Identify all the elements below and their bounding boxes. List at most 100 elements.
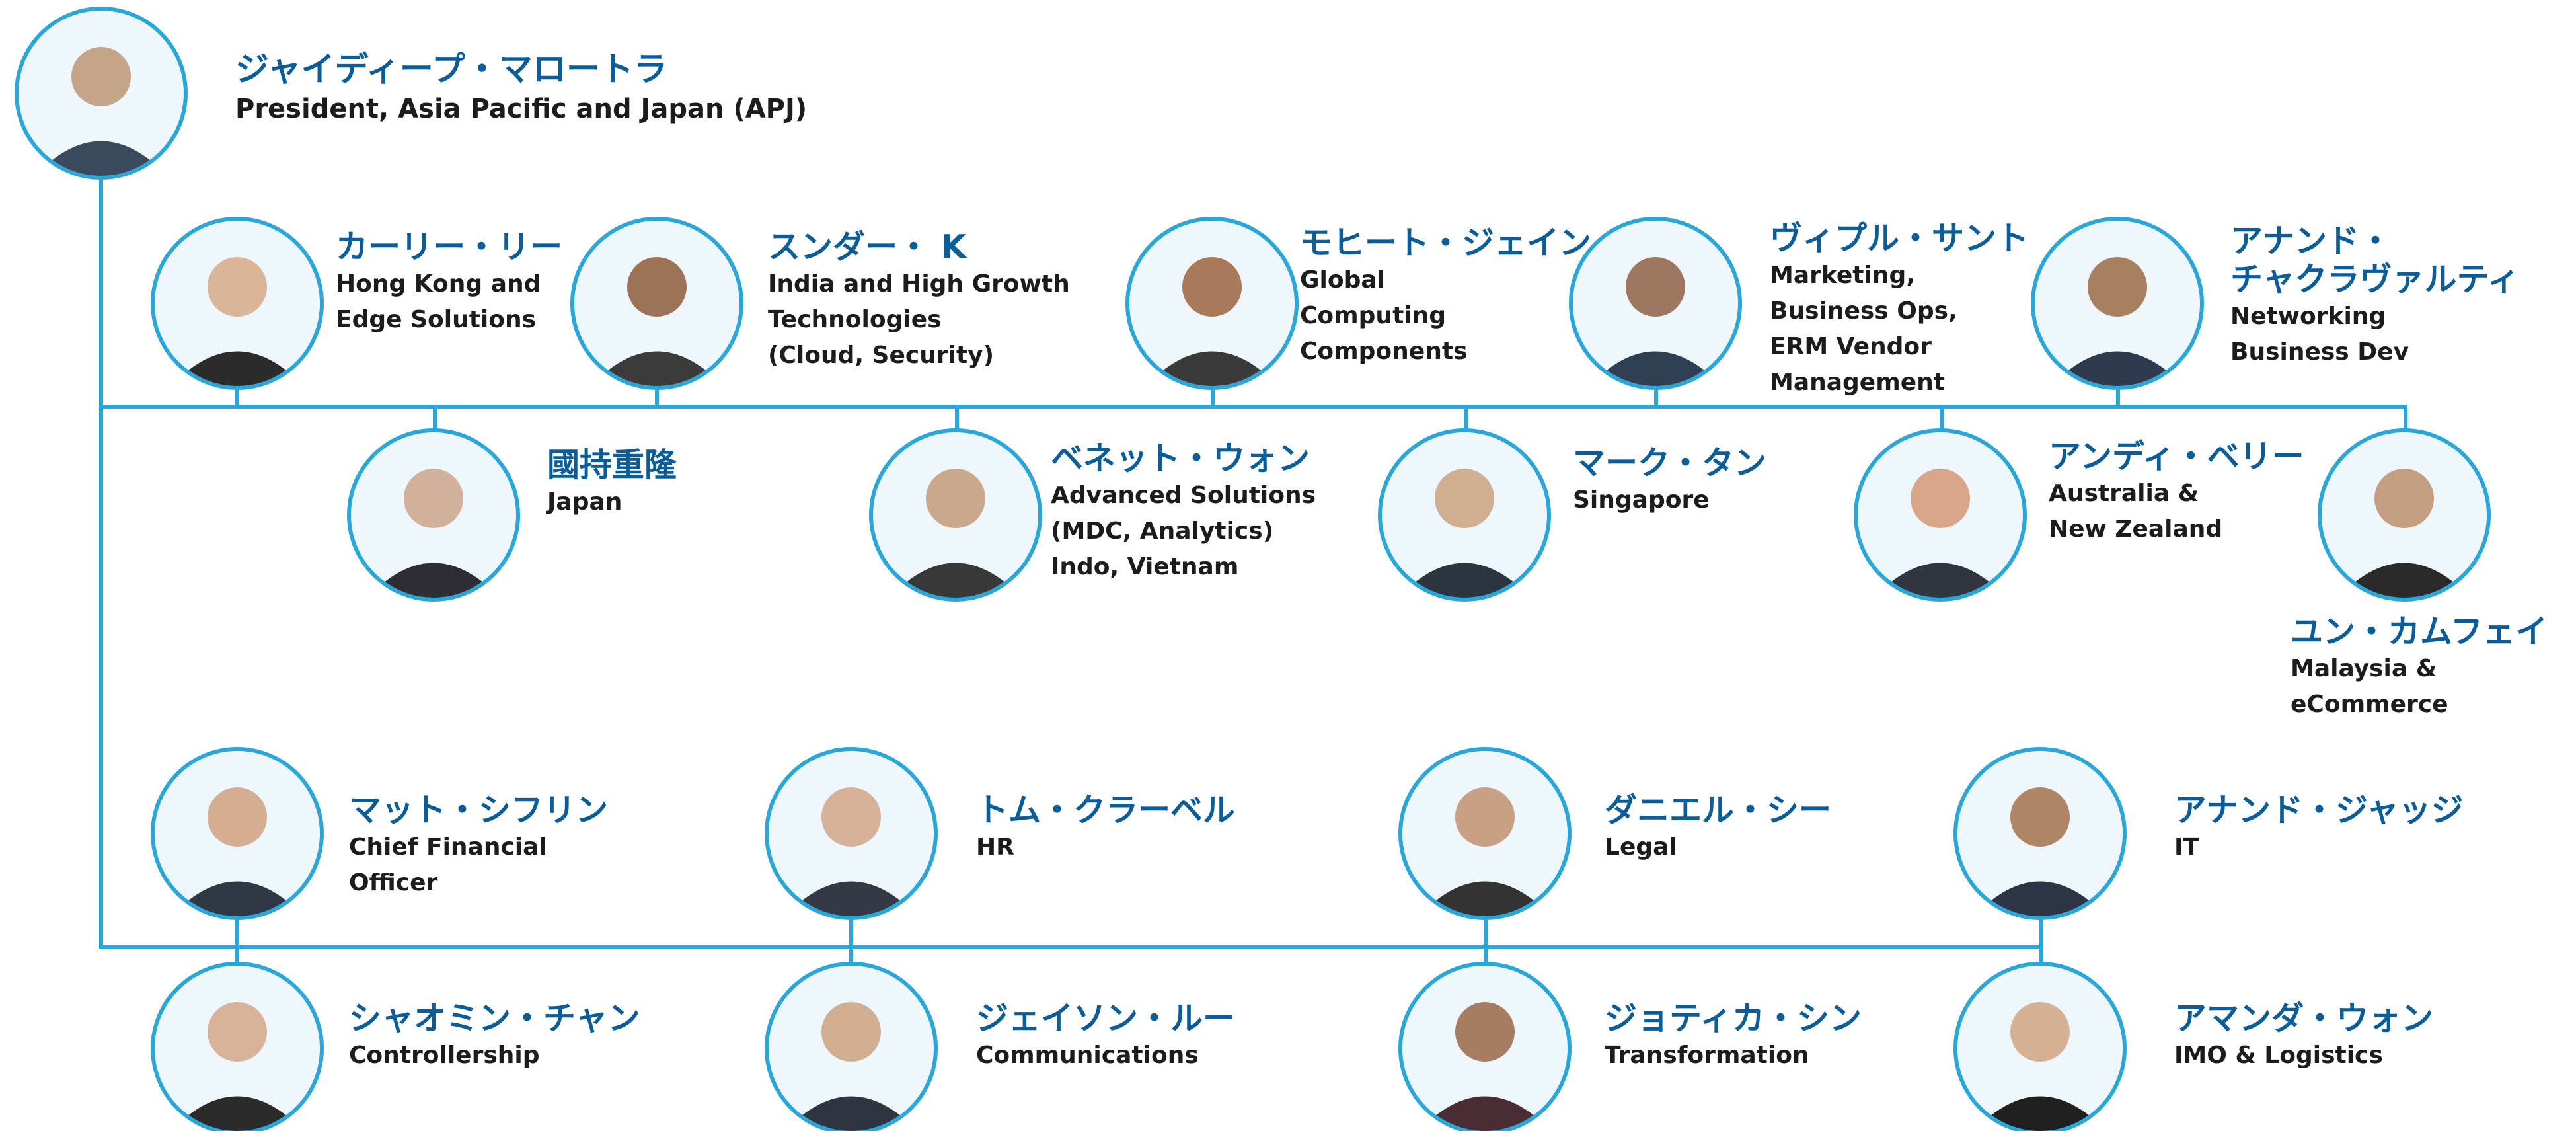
card-jason-lu: ジェイソン・ルー Communications	[976, 999, 1235, 1073]
photo-amanda-wong	[1953, 962, 2127, 1131]
photo-tom-claravel	[765, 747, 938, 920]
stub	[2116, 390, 2120, 407]
card-anand-judge: アナンド・ジャッジ IT	[2174, 791, 2464, 865]
card-yun-kamfei: ユン・カムフェイ Malaysia & eCommerce	[2291, 613, 2548, 722]
card-mark-tan: マーク・タン Singapore	[1573, 444, 1766, 518]
stub	[849, 947, 853, 965]
person-photo-icon	[1419, 787, 1551, 916]
person-photo-icon	[1146, 257, 1278, 386]
photo-benet-wong	[869, 428, 1042, 602]
card-benet-wong: ベネット・ウォン Advanced Solutions (MDC, Analyt…	[1051, 440, 1316, 585]
member-name: アナンド・ジャッジ	[2174, 791, 2464, 829]
leader-name: ジャイディープ・マロートラ	[235, 50, 667, 89]
member-name: ヴィプル・サント	[1770, 219, 2029, 257]
photo-daniel-shi	[1398, 747, 1572, 920]
card-daniel-shi: ダニエル・シー Legal	[1605, 791, 1831, 865]
photo-sundar-k	[570, 217, 743, 390]
member-role: India and High Growth Technologies (Clou…	[768, 270, 1070, 369]
member-name: ジェイソン・ルー	[976, 999, 1236, 1037]
card-anand-c: アナンド・ チャクラヴァルティ Networking Business Dev	[2230, 222, 2520, 370]
stub	[235, 919, 239, 947]
stub	[1484, 919, 1488, 947]
person-photo-icon	[171, 257, 303, 386]
member-role: Networking Business Dev	[2230, 303, 2409, 366]
member-name: アナンド・ チャクラヴァルティ	[2230, 222, 2520, 298]
member-name: 國持重隆	[547, 446, 677, 484]
person-photo-icon	[890, 469, 1022, 598]
member-name: カーリー・リー	[336, 228, 563, 266]
card-amanda-wong: アマンダ・ウォン IMO & Logistics	[2174, 999, 2433, 1073]
person-photo-icon	[171, 1002, 303, 1131]
photo-kunimochi	[347, 428, 520, 602]
stub	[955, 407, 959, 430]
person-photo-icon	[1874, 469, 2006, 598]
member-role: Transformation	[1605, 1042, 1809, 1069]
member-name: ユン・カムフェイ	[2291, 613, 2548, 650]
stub	[433, 407, 437, 430]
photo-matt-shifrin	[151, 747, 324, 920]
stub	[1211, 390, 1215, 407]
member-role: Japan	[547, 488, 623, 516]
person-photo-icon	[1974, 787, 2106, 916]
card-carrie-li: カーリー・リー Hong Kong and Edge Solutions	[336, 228, 562, 338]
member-name: アマンダ・ウォン	[2174, 999, 2434, 1037]
card-sundar-k: スンダー・ K India and High Growth Technologi…	[768, 228, 1070, 373]
member-role: Chief Financial Officer	[349, 834, 547, 896]
person-photo-icon	[1419, 1002, 1551, 1131]
member-name: アンディ・ベリー	[2049, 438, 2304, 475]
member-role: Communications	[976, 1042, 1199, 1069]
member-role: Controllership	[349, 1042, 540, 1069]
photo-vipul-sant	[1569, 217, 1742, 390]
member-name: ジョティカ・シン	[1605, 999, 1862, 1037]
member-role: Marketing, Business Ops, ERM Vendor Mana…	[1770, 262, 1957, 396]
member-role: IT	[2174, 834, 2199, 861]
photo-jyotika-singh	[1398, 962, 1572, 1131]
member-role: Advanced Solutions (MDC, Analytics) Indo…	[1051, 482, 1316, 580]
member-role: Australia & New Zealand	[2049, 480, 2223, 543]
photo-yun-kamfei	[2318, 428, 2491, 602]
member-role: Global Computing Components	[1300, 266, 1468, 365]
branch-line-executives	[99, 405, 2407, 409]
trunk-line	[99, 178, 103, 949]
stub	[1654, 390, 1658, 407]
card-mohit-jain: モヒート・ジェイン Global Computing Components	[1300, 224, 1591, 370]
member-name: ベネット・ウォン	[1051, 440, 1310, 477]
member-role: Legal	[1605, 834, 1677, 861]
photo-andy-berry	[1854, 428, 2027, 602]
member-name: スンダー・ K	[768, 228, 967, 266]
photo-jason-lu	[765, 962, 938, 1131]
member-name: マーク・タン	[1573, 444, 1767, 482]
card-andy-berry: アンディ・ベリー Australia & New Zealand	[2049, 438, 2304, 547]
person-photo-icon	[2338, 469, 2470, 598]
photo-carrie-li	[151, 217, 324, 390]
branch-line-functions	[99, 945, 2042, 949]
card-tom-claravel: トム・クラーベル HR	[976, 791, 1235, 865]
member-name: シャオミン・チャン	[349, 999, 640, 1037]
person-photo-icon	[35, 47, 167, 176]
photo-mohit-jain	[1125, 217, 1299, 390]
person-photo-icon	[785, 787, 917, 916]
stub	[2039, 919, 2043, 947]
stub	[1484, 947, 1488, 965]
person-photo-icon	[171, 787, 303, 916]
leader-photo	[15, 7, 188, 180]
person-photo-icon	[367, 469, 500, 598]
member-name: トム・クラーベル	[976, 791, 1236, 829]
stub	[1464, 407, 1468, 430]
member-role: Singapore	[1573, 487, 1710, 514]
leader-info: ジャイディープ・マロートラ President, Asia Pacific an…	[235, 50, 807, 128]
member-name: ダニエル・シー	[1605, 791, 1832, 829]
member-role: Hong Kong and Edge Solutions	[336, 270, 541, 333]
stub	[235, 390, 239, 407]
card-vipul-sant: ヴィプル・サント Marketing, Business Ops, ERM Ve…	[1770, 219, 2029, 401]
stub	[849, 919, 853, 947]
leader-title: President, Asia Pacific and Japan (APJ)	[235, 94, 808, 124]
photo-shaomin-chan	[151, 962, 324, 1131]
stub	[655, 390, 659, 407]
card-matt-shifrin: マット・シフリン Chief Financial Officer	[349, 791, 608, 901]
member-role: IMO & Logistics	[2174, 1042, 2383, 1069]
photo-mark-tan	[1378, 428, 1551, 602]
stub	[2039, 947, 2043, 965]
member-role: HR	[976, 834, 1014, 861]
